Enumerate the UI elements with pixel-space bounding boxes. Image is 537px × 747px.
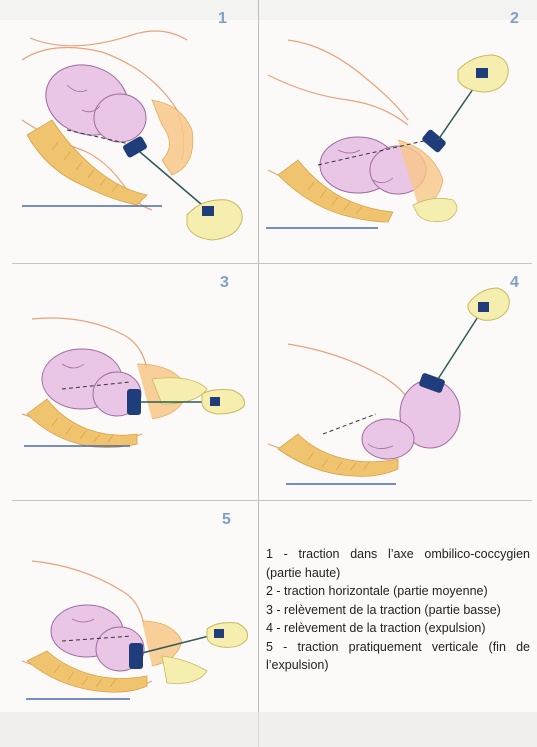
- traction-illustration-2: [258, 0, 532, 263]
- panel-4: 4: [258, 264, 532, 500]
- legend-item-1: 1 - traction dans l’axe ombilico-coccygi…: [266, 545, 530, 582]
- traction-illustration-5: [12, 501, 258, 712]
- panel-1: 1: [12, 0, 258, 263]
- legend-item-4: 4 - relèvement de la traction (expulsion…: [266, 619, 530, 638]
- traction-illustration-3: [12, 264, 258, 500]
- panel-2: 2: [258, 0, 532, 263]
- scan-bottom-strip: [0, 712, 537, 747]
- traction-illustration-1: [12, 0, 258, 263]
- traction-illustration-4: [258, 264, 532, 500]
- panel-5: 5: [12, 501, 258, 712]
- legend-item-5: 5 - traction pratiquement verticale (fin…: [266, 638, 530, 675]
- legend-item-3: 3 - relèvement de la traction (partie ba…: [266, 601, 530, 620]
- panel-3: 3: [12, 264, 258, 500]
- legend-item-2: 2 - traction horizontale (partie moyenne…: [266, 582, 530, 601]
- legend: 1 - traction dans l’axe ombilico-coccygi…: [266, 545, 530, 675]
